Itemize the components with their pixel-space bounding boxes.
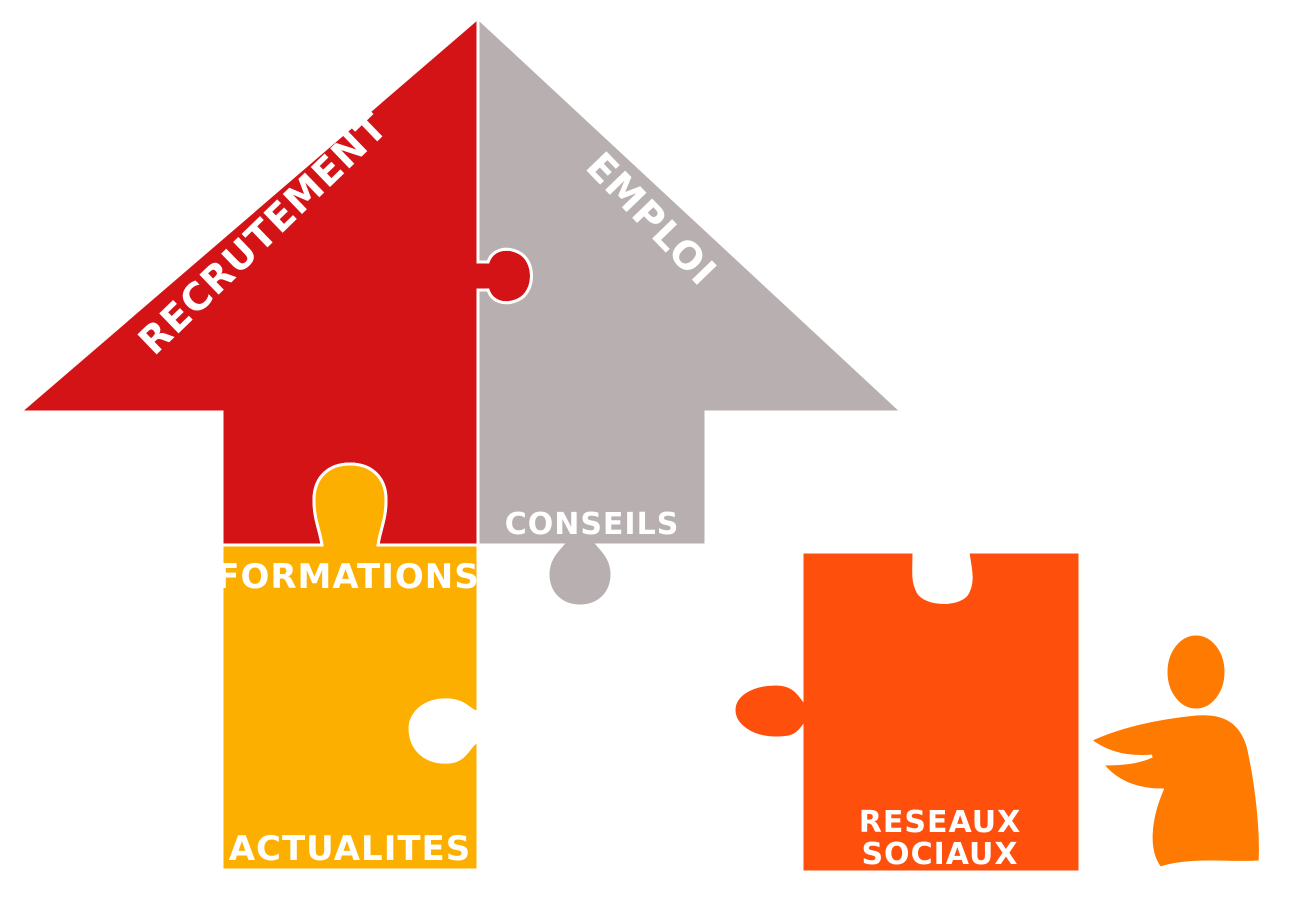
recrutement-piece[interactable]: RECRUTEMENT xyxy=(15,14,533,547)
person-body xyxy=(1087,712,1262,870)
formations-piece[interactable]: FORMATIONS ACTUALITES xyxy=(216,462,480,872)
reseaux-label-line2: SOCIAUX xyxy=(861,837,1018,872)
conseils-label: CONSEILS xyxy=(505,507,680,542)
person-head xyxy=(1164,632,1228,712)
actualites-label: ACTUALITES xyxy=(229,829,472,869)
reseaux-piece-shape xyxy=(732,550,1082,874)
formations-label: FORMATIONS xyxy=(216,557,480,597)
formations-piece-shape xyxy=(220,462,480,872)
reseaux-label-line1: RESEAUX xyxy=(859,805,1021,840)
person-icon xyxy=(1087,632,1262,870)
reseaux-sociaux-piece[interactable]: RESEAUX SOCIAUX xyxy=(732,550,1082,874)
recrutement-piece-shape xyxy=(15,14,533,547)
emploi-piece[interactable]: EMPLOI CONSEILS xyxy=(476,14,906,608)
emploi-piece-shape xyxy=(476,14,906,608)
